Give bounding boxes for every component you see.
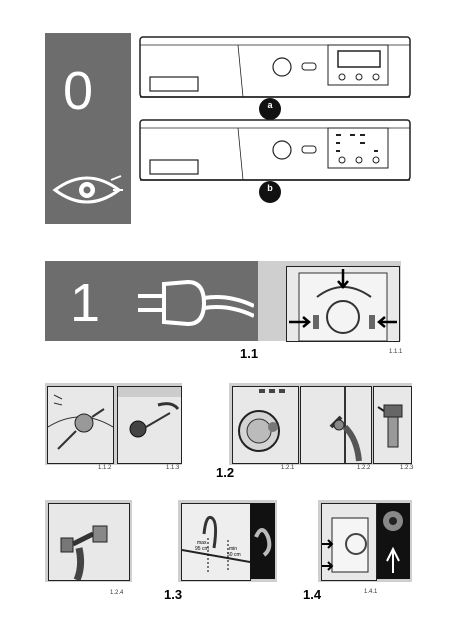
- heading-1-3: 1.3: [164, 587, 183, 602]
- photo-1-2-3: [373, 386, 412, 464]
- photo-1-2-2: [300, 386, 372, 464]
- heading-1-1: 1.1: [240, 346, 259, 361]
- caption-1-2-4: 1.2.4: [110, 590, 124, 596]
- caption-1-2-2: 1.2.2: [357, 465, 371, 471]
- heading-1-4: 1.4: [303, 587, 322, 602]
- badge-b: b: [259, 181, 281, 203]
- caption-1-4-1: 1.4.1: [364, 589, 378, 595]
- badge-a: a: [259, 98, 281, 120]
- control-panel-b-illustration: [138, 116, 413, 188]
- hose-min-label: min: [229, 546, 238, 552]
- caption-1-1-3: 1.1.3: [166, 465, 180, 471]
- photo-1-1-3: [117, 386, 182, 464]
- eye-icon: [51, 170, 125, 210]
- photo-1-3: [181, 503, 251, 581]
- photo-1-2-4: [48, 503, 130, 581]
- hose-max-value: 95 cm: [195, 546, 209, 552]
- section-1-panel: [45, 261, 258, 341]
- heading-1-2: 1.2: [216, 465, 235, 480]
- hose-max-label: max: [197, 540, 207, 546]
- power-plug-icon: [134, 276, 254, 332]
- photo-1-1-1: [286, 266, 400, 342]
- section-0-number: 0: [63, 61, 94, 121]
- photo-1-3-black: [250, 503, 275, 579]
- photo-1-1-2: [47, 386, 114, 464]
- photo-1-4-black: [377, 503, 410, 579]
- control-panel-a-illustration: [138, 33, 413, 105]
- caption-1-2-1: 1.2.1: [281, 465, 295, 471]
- photo-1-4: [321, 503, 377, 581]
- caption-1-2-3: 1.2.3: [400, 465, 414, 471]
- caption-1-1-2: 1.1.2: [98, 465, 112, 471]
- section-1-number: 1: [70, 273, 101, 333]
- hose-min-value: 50 cm: [227, 552, 241, 558]
- photo-1-2-1: [232, 386, 299, 464]
- caption-1-1-1: 1.1.1: [389, 349, 403, 355]
